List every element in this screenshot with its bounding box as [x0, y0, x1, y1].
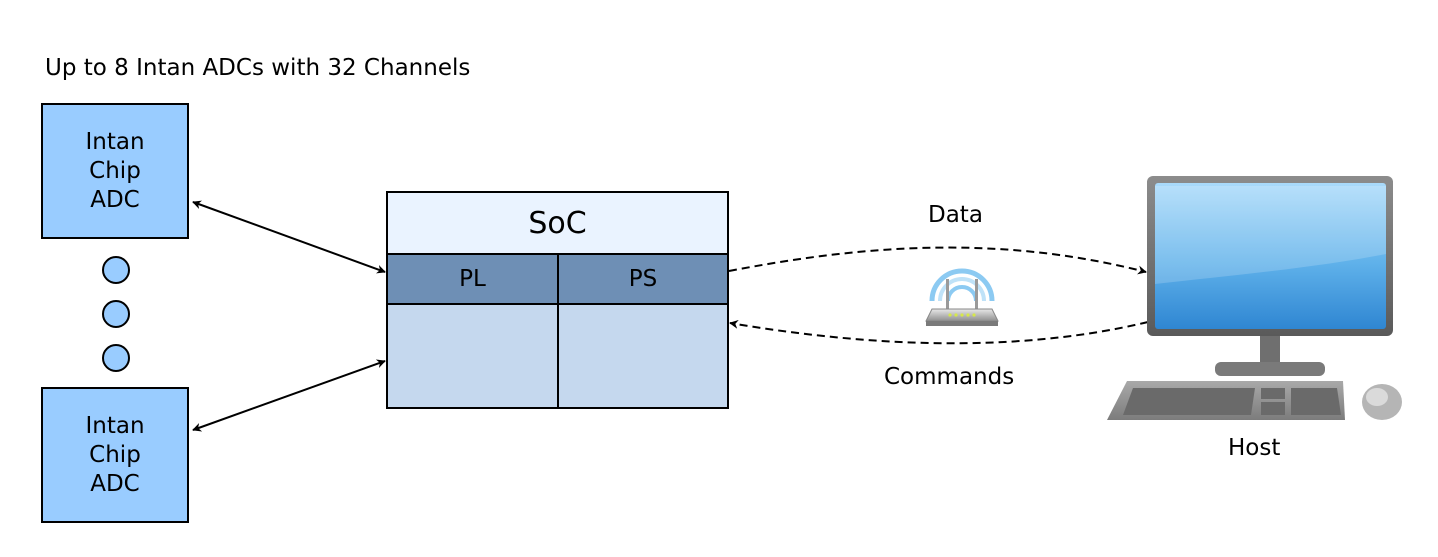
data-arrow	[728, 246, 1147, 275]
desktop-computer-icon	[1107, 176, 1402, 420]
soc-pl-cell: PL	[388, 255, 557, 305]
adc-top-line2: Chip	[89, 157, 141, 184]
diagram-title: Up to 8 Intan ADCs with 32 Channels	[45, 55, 471, 81]
wireless-router-icon	[925, 268, 999, 326]
soc-divider	[557, 255, 559, 407]
adc-top-arrow	[192, 200, 386, 274]
data-label: Data	[928, 202, 983, 228]
adc-top-line3: ADC	[90, 186, 140, 213]
ellipsis-dot-3	[102, 344, 130, 372]
adc-bottom-line2: Chip	[89, 441, 141, 468]
ellipsis-dot-1	[102, 256, 130, 284]
soc-block: SoC PL PS	[386, 191, 729, 409]
adc-bottom-arrow	[192, 359, 386, 432]
commands-label: Commands	[884, 364, 1015, 390]
soc-ps-cell: PS	[559, 255, 727, 305]
adc-bottom-line1: Intan	[85, 412, 145, 439]
adc-bottom-line3: ADC	[90, 470, 140, 497]
ellipsis-dot-2	[102, 300, 130, 328]
adc-top-line1: Intan	[85, 128, 145, 155]
host-label: Host	[1228, 435, 1281, 461]
commands-arrow	[729, 319, 1149, 345]
soc-title: SoC	[388, 193, 727, 255]
intan-adc-top: Intan Chip ADC	[41, 103, 189, 239]
intan-adc-bottom: Intan Chip ADC	[41, 387, 189, 523]
